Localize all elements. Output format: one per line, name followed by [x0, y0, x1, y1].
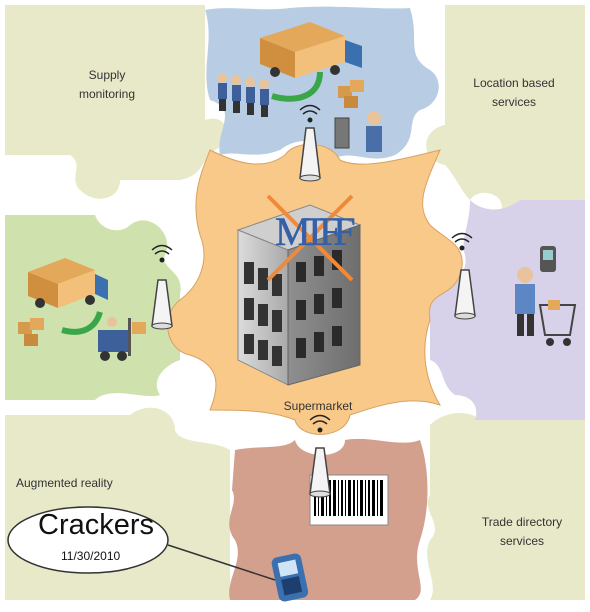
- puzzle-piece-top: [205, 6, 439, 159]
- antenna-icon-right: [451, 232, 476, 320]
- puzzle-piece-right: [430, 200, 585, 420]
- delivery-truck-icon: [28, 258, 108, 308]
- corner-piece-top-left: [5, 5, 228, 199]
- workers-icon: [217, 73, 269, 117]
- antenna-icon-top: [299, 104, 321, 182]
- puzzle-piece-shape: [427, 413, 585, 600]
- shopper-with-cart-icon: [515, 267, 577, 346]
- mobile-phone-icon: [271, 553, 309, 602]
- puzzle-piece-shape: [430, 200, 585, 420]
- forklift-icon: [98, 317, 146, 361]
- puzzle-piece-bottom: [229, 438, 428, 602]
- boxes-icon: [18, 318, 44, 346]
- corner-piece-top-right: [426, 5, 585, 215]
- crackers-product-name: Crackers: [38, 509, 155, 541]
- puzzle-piece-shape: [5, 5, 228, 199]
- antenna-icon-left: [151, 244, 173, 330]
- puzzle-piece-shape: [426, 5, 585, 215]
- green-arrow-icon: [61, 310, 103, 335]
- mobile-phone-icon: [540, 246, 556, 272]
- corner-piece-bottom-right: [427, 413, 585, 600]
- puzzle-piece-left: [5, 215, 181, 400]
- label-supply-monitoring: Supply monitoring: [78, 68, 136, 101]
- puzzle-piece-shape: [5, 215, 181, 400]
- green-arrow-icon: [271, 71, 323, 102]
- label-trade-directory-services: Trade directory services: [481, 515, 563, 548]
- delivery-truck-icon: [260, 22, 362, 78]
- label-location-based-services: Location based services: [473, 76, 555, 109]
- logo-letters: MTFF: [275, 209, 354, 254]
- augmented-reality-callout: [7, 506, 276, 581]
- boxes-icon: [338, 80, 364, 108]
- label-augmented-reality: Augmented reality: [16, 476, 113, 490]
- antenna-icon-bottom: [309, 414, 331, 498]
- person-with-door-icon: [334, 111, 382, 152]
- label-supermarket: Supermarket: [283, 399, 353, 413]
- crackers-date: 11/30/2010: [61, 549, 121, 563]
- barcode-icon: [309, 474, 389, 526]
